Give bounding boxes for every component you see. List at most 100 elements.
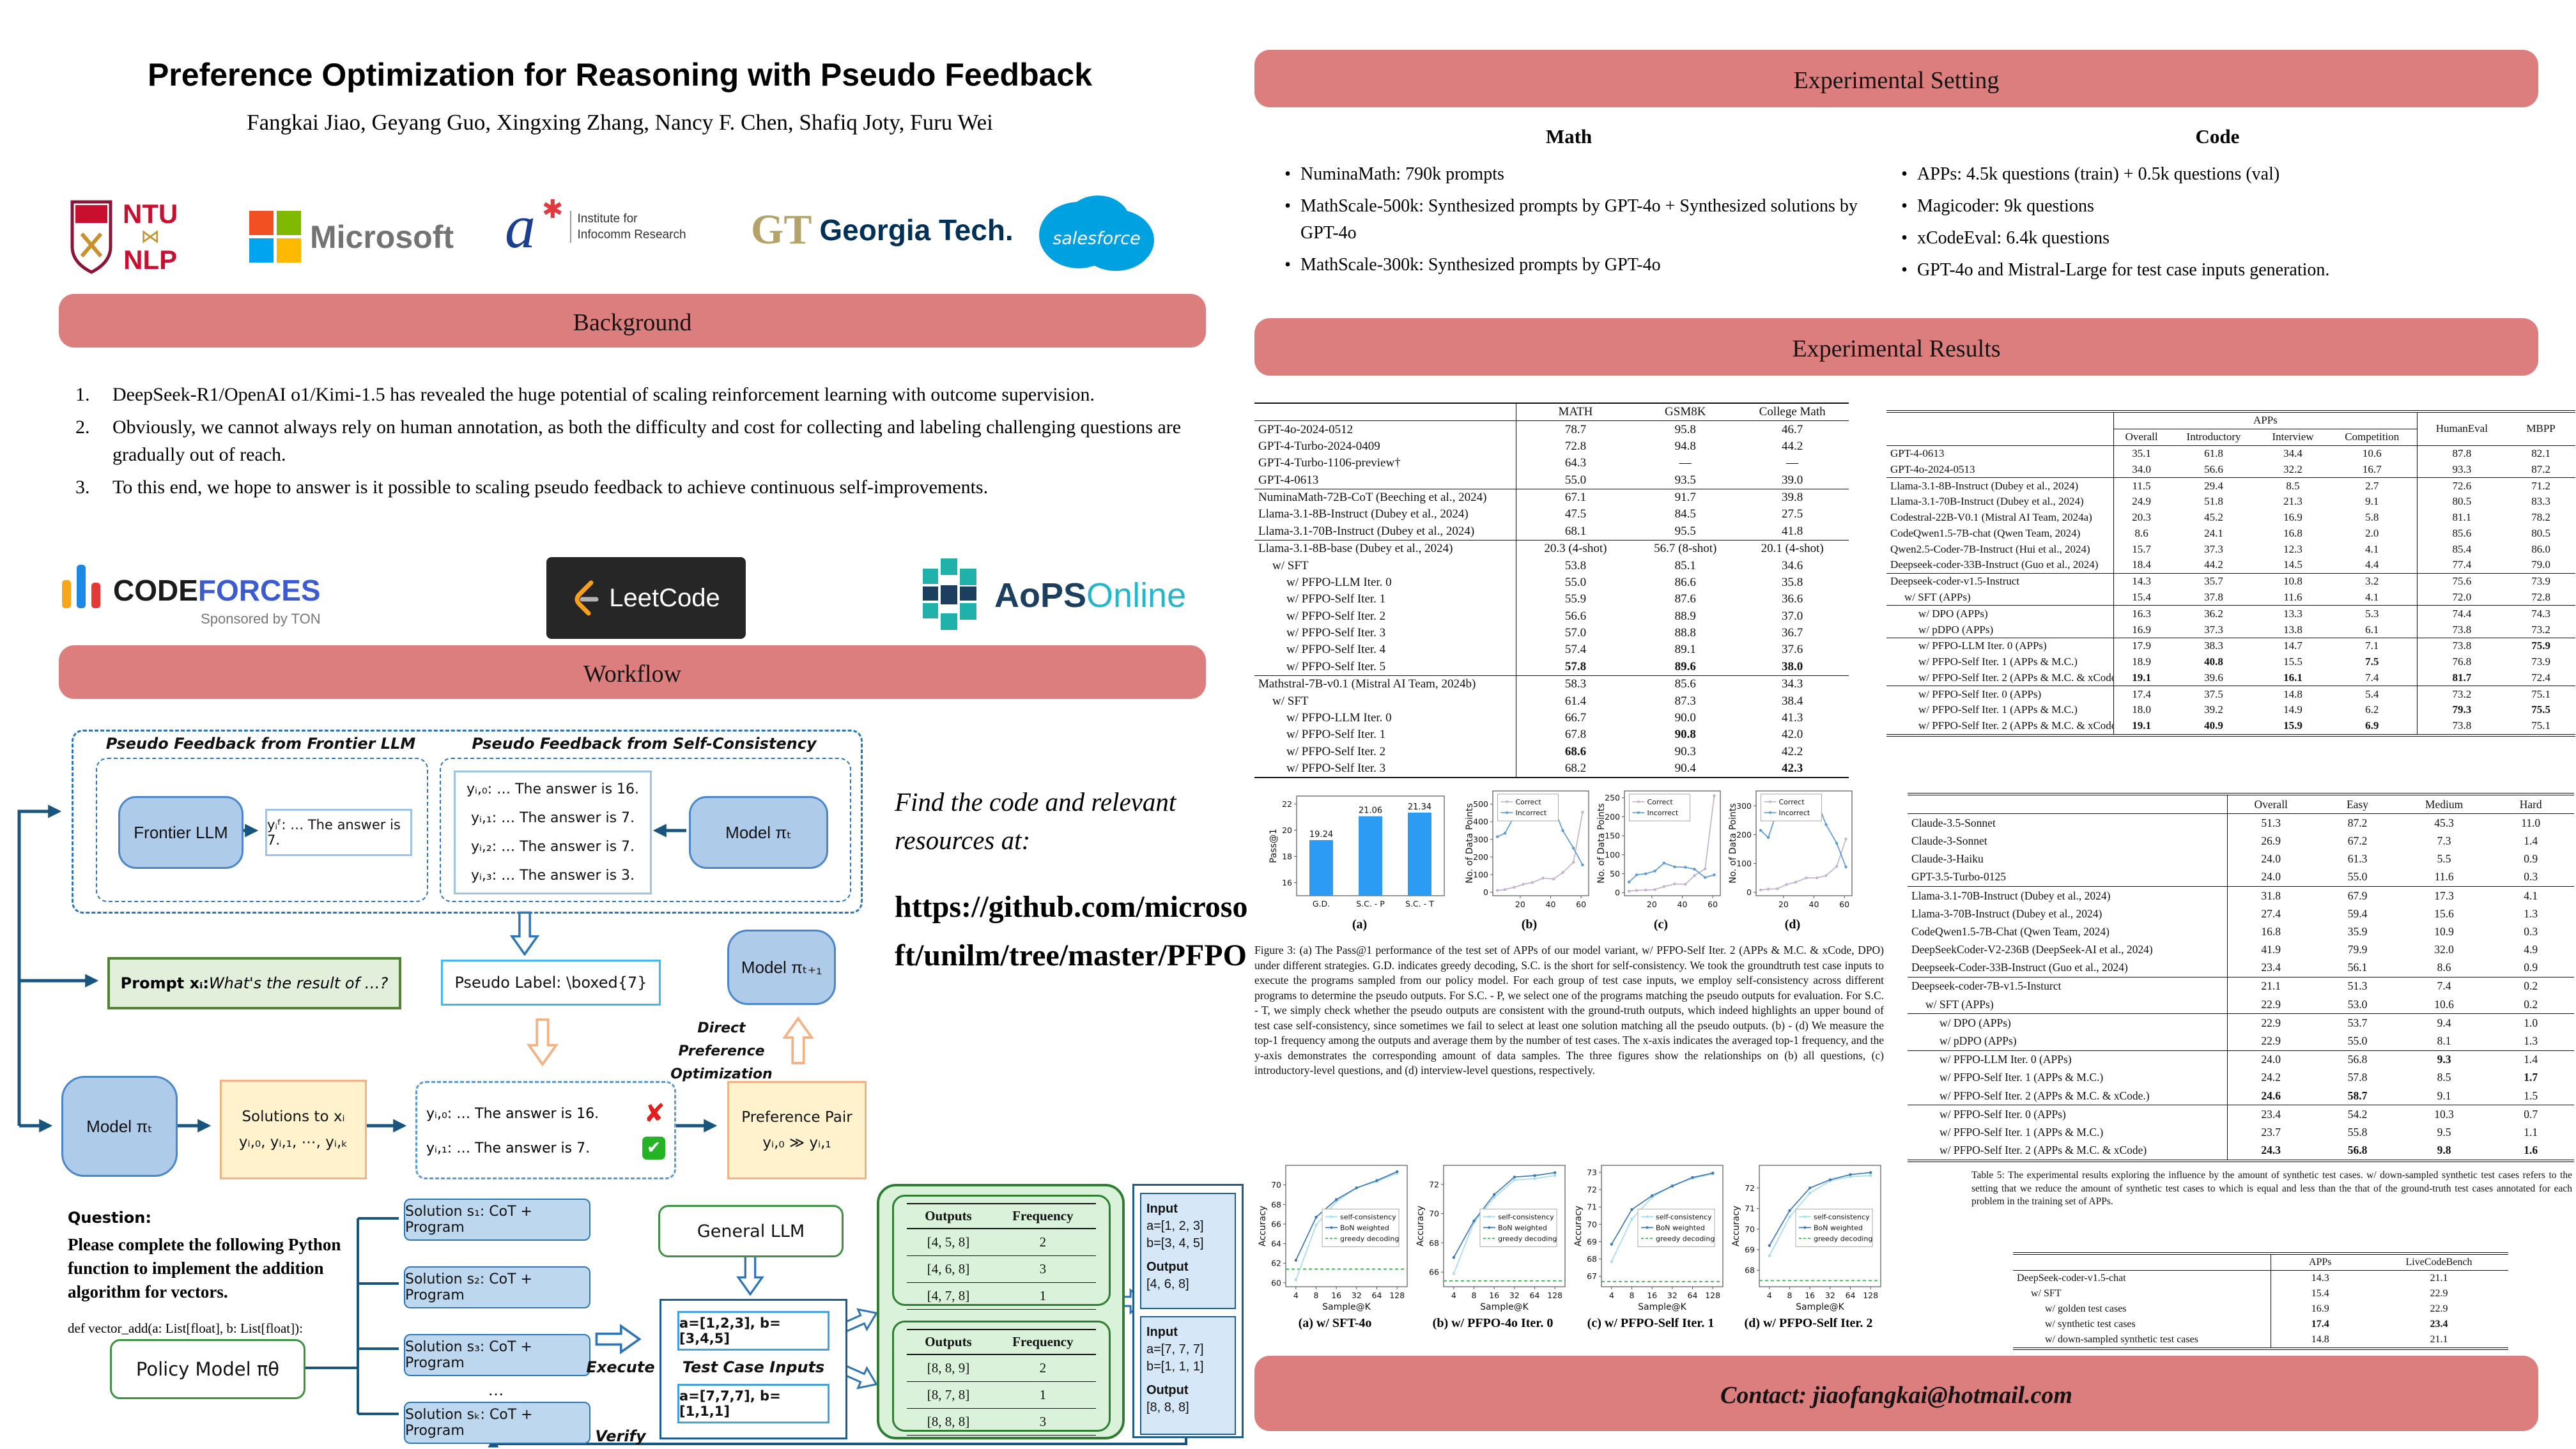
svg-text:150: 150 bbox=[1605, 831, 1620, 841]
svg-text:20: 20 bbox=[1647, 900, 1657, 909]
background-item: 3.To this end, we hope to answer is it p… bbox=[75, 477, 989, 498]
svg-text:8: 8 bbox=[1314, 1291, 1319, 1300]
svg-text:Sample@K: Sample@K bbox=[1480, 1302, 1529, 1312]
aops-cube-icon bbox=[923, 558, 976, 630]
question-code: def vector_add(a: List[float], b: List[f… bbox=[68, 1321, 303, 1336]
table-row: GPT-4-Turbo-1106-preview†64.3—— bbox=[1254, 455, 1849, 472]
setting-item: •MathScale-300k: Synthesized prompts by … bbox=[1284, 255, 1661, 275]
svg-text:BoN weighted: BoN weighted bbox=[1656, 1223, 1705, 1232]
table-row: CodeQwen1.5-7B-chat (Qwen Team, 2024)8.6… bbox=[1886, 525, 2575, 542]
bon-a-caption: (a) w/ SFT-4o bbox=[1298, 1316, 1372, 1330]
table-row: Llama-3.1-8B-Instruct (Dubey et al., 202… bbox=[1886, 477, 2575, 494]
svg-text:16: 16 bbox=[1805, 1291, 1815, 1300]
svg-text:69: 69 bbox=[1745, 1245, 1755, 1255]
svg-text:128: 128 bbox=[1547, 1291, 1562, 1300]
svg-text:64: 64 bbox=[1530, 1291, 1540, 1300]
svg-text:60: 60 bbox=[1708, 900, 1718, 909]
svg-text:72: 72 bbox=[1587, 1185, 1597, 1195]
svg-text:71: 71 bbox=[1587, 1202, 1597, 1212]
svg-text:Pass@1: Pass@1 bbox=[1269, 829, 1279, 863]
svg-text:68: 68 bbox=[1271, 1200, 1281, 1209]
svg-text:21.06: 21.06 bbox=[1359, 806, 1382, 816]
test-case-input-2: a=[7,7,7], b=[1,1,1] bbox=[677, 1384, 829, 1423]
svg-text:32: 32 bbox=[1509, 1291, 1520, 1300]
svg-text:64: 64 bbox=[1688, 1291, 1698, 1300]
astar-line1: Institute for bbox=[577, 212, 638, 226]
general-llm-node: General LLM bbox=[658, 1205, 844, 1257]
svg-text:Accuracy: Accuracy bbox=[1731, 1206, 1741, 1246]
model-pi-t-bottom-node: Model πₜ bbox=[61, 1076, 178, 1177]
table-row: w/ PFPO-Self Iter. 2 (APPs & M.C. & xCod… bbox=[1886, 670, 2575, 686]
svg-text:72: 72 bbox=[1429, 1179, 1439, 1189]
svg-text:8: 8 bbox=[1472, 1291, 1477, 1300]
contact-bar: Contact: jiaofangkai@hotmail.com bbox=[1254, 1356, 2538, 1431]
poster-authors: Fangkai Jiao, Geyang Guo, Xingxing Zhang… bbox=[247, 110, 993, 135]
nlp-text: NLP bbox=[123, 245, 178, 275]
prompt-box: Prompt xᵢ: What's the result of …? bbox=[107, 957, 401, 1009]
svg-text:16: 16 bbox=[1331, 1291, 1341, 1300]
svg-text:64: 64 bbox=[1271, 1239, 1281, 1248]
code-heading: Code bbox=[2195, 125, 2240, 148]
gt-mark: GT bbox=[751, 206, 812, 253]
svg-text:72: 72 bbox=[1745, 1183, 1755, 1193]
svg-text:No. of Data Points: No. of Data Points bbox=[1596, 803, 1607, 884]
microsoft-logo: Microsoft bbox=[249, 211, 454, 263]
svg-text:60: 60 bbox=[1839, 900, 1849, 909]
table5-caption: Table 5: The experimental results explor… bbox=[1971, 1170, 2572, 1207]
verify-label: Verify bbox=[595, 1427, 646, 1445]
salesforce-logo: salesforce bbox=[1034, 190, 1159, 284]
table-row: Llama-3.1-70B-Instruct (Dubey et al., 20… bbox=[1886, 493, 2575, 510]
svg-text:66: 66 bbox=[1429, 1268, 1439, 1277]
ms-square-red bbox=[249, 211, 274, 235]
svg-text:32: 32 bbox=[1825, 1291, 1835, 1300]
codeforces-text-2: FORCES bbox=[197, 574, 321, 607]
svg-text:300: 300 bbox=[1473, 834, 1488, 844]
find-code-text: Find the code and relevant resources at: bbox=[895, 787, 1176, 855]
svg-text:128: 128 bbox=[1389, 1291, 1405, 1300]
svg-text:128: 128 bbox=[1863, 1291, 1878, 1300]
svg-text:Incorrect: Incorrect bbox=[1647, 809, 1679, 817]
svg-text:100: 100 bbox=[1605, 850, 1620, 859]
svg-text:0: 0 bbox=[1615, 888, 1620, 898]
background-item: 2.Obviously, we cannot always rely on hu… bbox=[75, 417, 1182, 465]
ms-square-yellow bbox=[277, 238, 301, 263]
question-body: Please complete the following Python fun… bbox=[68, 1235, 341, 1301]
svg-text:100: 100 bbox=[1473, 870, 1488, 879]
svg-text:200: 200 bbox=[1605, 812, 1620, 822]
self-feedback-label: Pseudo Feedback from Self-Consistency bbox=[472, 735, 817, 753]
fig3c-caption: (c) bbox=[1653, 917, 1669, 931]
svg-text:4: 4 bbox=[1293, 1291, 1299, 1300]
execute-label: Execute bbox=[586, 1358, 655, 1376]
check-icon: ✔ bbox=[642, 1137, 665, 1160]
svg-text:60: 60 bbox=[1271, 1278, 1281, 1287]
astar-star-icon: ✱ bbox=[542, 195, 564, 224]
contact-email[interactable]: Contact: jiaofangkai@hotmail.com bbox=[1720, 1382, 2072, 1409]
sc-answer-line: yᵢ,₃: … The answer is 3. bbox=[470, 868, 635, 884]
svg-text:Sample@K: Sample@K bbox=[1796, 1302, 1844, 1312]
